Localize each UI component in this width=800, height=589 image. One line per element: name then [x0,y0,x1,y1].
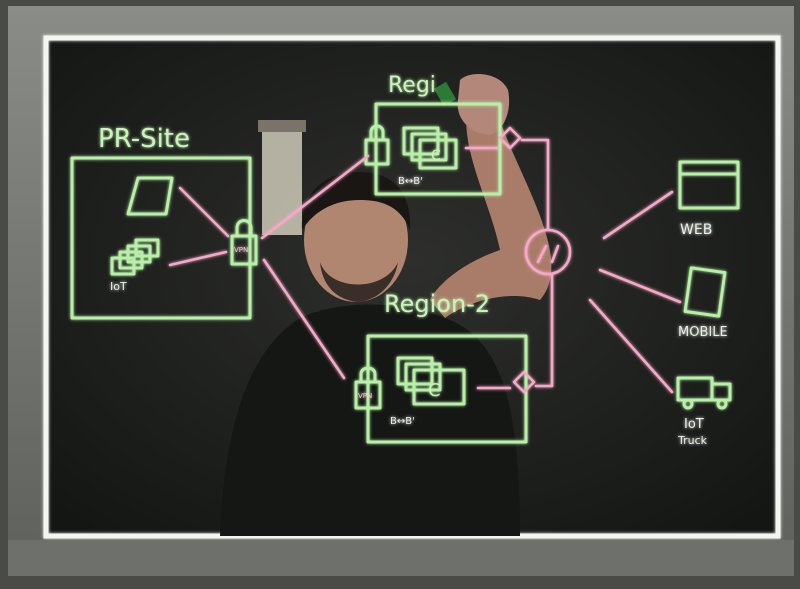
pr-vpn-lock-icon: VPN [230,219,258,266]
arrow-web-to-router [602,190,674,240]
window-top [258,120,306,132]
region-2-c-label: C [428,380,441,401]
region-2-lb-icon [512,370,536,394]
arrow-iot-to-vpn [168,250,228,267]
region-1-c-label: C [431,148,441,164]
pr-site-iot-label: IoT [110,280,127,293]
region-2-label: Region-2 [384,290,490,318]
pr-site-device-icon [126,176,174,216]
pr-vpn-text: VPN [234,246,248,254]
mobile-icon [683,266,727,318]
web-icon [678,160,740,210]
pr-site-label: PR-Site [98,124,190,154]
router-arrows [536,244,560,264]
arrow-mobile-to-router [598,268,682,304]
link-router-to-region1 [520,138,550,232]
link-pr-to-region1 [260,154,370,240]
iot-truck-label-2: Truck [677,434,708,447]
mobile-label: MOBILE [678,325,728,340]
link-router-to-region2 [534,272,554,388]
region-1-bb-label: B↔B' [398,176,423,187]
region-2-vpn-text: VPN [358,392,372,400]
region-1-lb-icon [498,126,522,150]
region-2-bb-label: B↔B' [390,416,415,427]
region-1-box [374,102,502,196]
region-1-container-icon: C [402,126,458,170]
board-base [8,540,794,576]
arrow-device-to-vpn [178,186,230,238]
region-1-label: Regi [388,73,436,98]
link-pr-to-region2 [262,258,346,380]
truck-icon [676,376,732,410]
pr-site-iot-icon [110,238,160,276]
pr-site-box [70,156,252,320]
arrow-truck-to-router [588,298,674,394]
web-label: WEB [680,222,712,238]
region-2-vpn-lock-icon: VPN [354,366,382,410]
region-1-vpn-lock-icon [364,124,390,166]
region-2-container-icon: C [396,356,466,406]
diagram: PR-Site IoT VPN Regi C B↔B' [70,73,740,447]
window-light [262,130,302,235]
iot-truck-label-1: IoT [684,417,704,432]
